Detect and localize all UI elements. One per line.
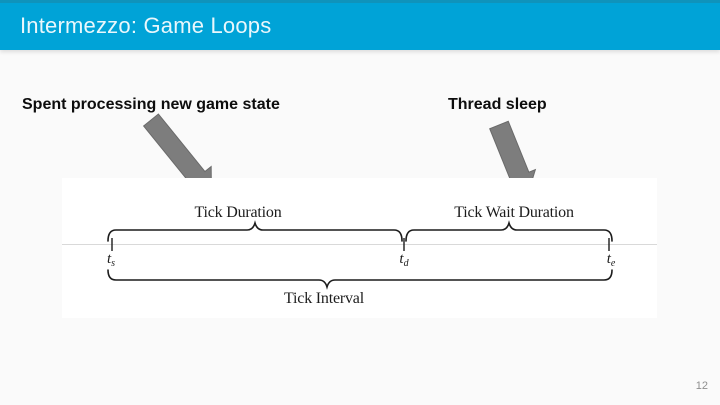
time-point-te-base: t [606, 251, 611, 267]
slide-header: Intermezzo: Game Loops [0, 0, 720, 50]
time-point-te: te [607, 252, 616, 269]
page-number: 12 [695, 380, 708, 392]
caption-processing: Spent processing new game state [22, 96, 280, 113]
braces-layer [107, 220, 613, 290]
time-point-ts: ts [107, 252, 115, 269]
time-point-td-base: t [399, 251, 404, 267]
time-point-ts-sub: s [111, 258, 116, 269]
time-point-td: td [399, 252, 408, 269]
tick-duration-overbrace [107, 220, 403, 242]
caption-thread-sleep: Thread sleep [448, 96, 547, 113]
timeline-figure: Tick Duration Tick Wait Duration ts td t… [62, 178, 657, 318]
tick-interval-underbrace [107, 269, 613, 290]
tick-wait-duration-overbrace [405, 220, 613, 242]
time-point-te-sub: e [610, 258, 616, 269]
timeline-baseline [62, 244, 657, 245]
time-point-td-sub: d [403, 258, 409, 269]
time-point-ts-base: t [106, 251, 112, 267]
label-tick-interval: Tick Interval [284, 290, 364, 307]
label-tick-duration: Tick Duration [194, 204, 282, 221]
label-tick-wait-duration: Tick Wait Duration [454, 204, 574, 221]
page-title: Intermezzo: Game Loops [20, 13, 272, 38]
